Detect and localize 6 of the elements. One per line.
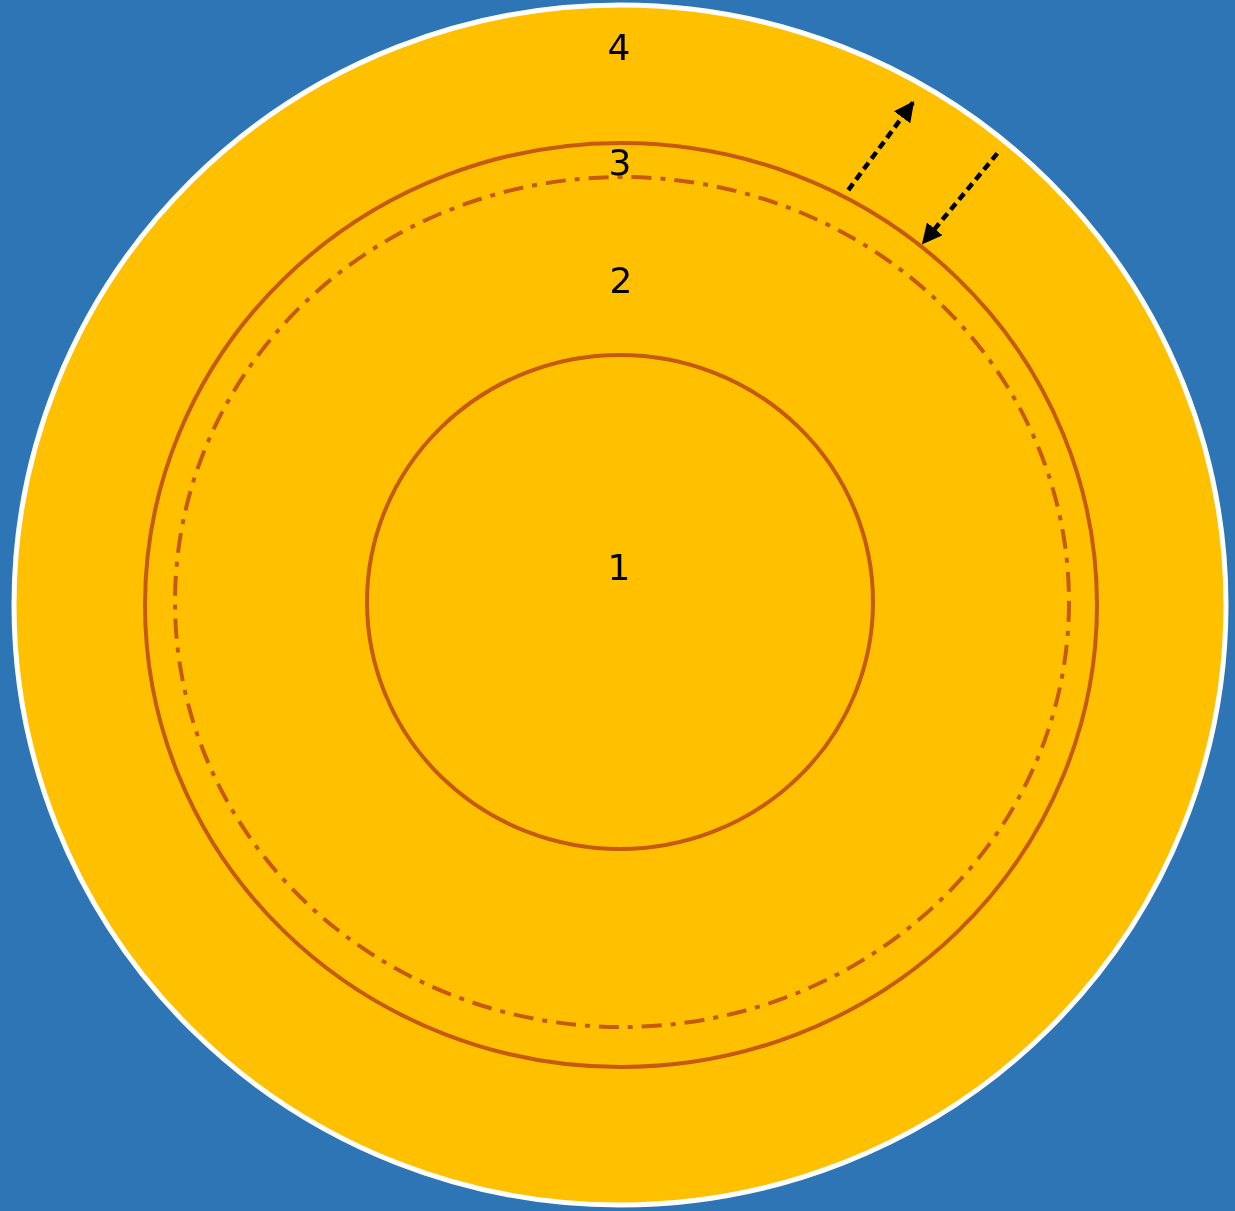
region-number: 2: [609, 263, 633, 299]
dashed-arrow: [846, 101, 915, 192]
region-number: 3: [608, 145, 632, 181]
region-number: 4: [607, 30, 631, 66]
dashed-arrow: [921, 152, 1000, 245]
region-number: 1: [607, 550, 631, 586]
